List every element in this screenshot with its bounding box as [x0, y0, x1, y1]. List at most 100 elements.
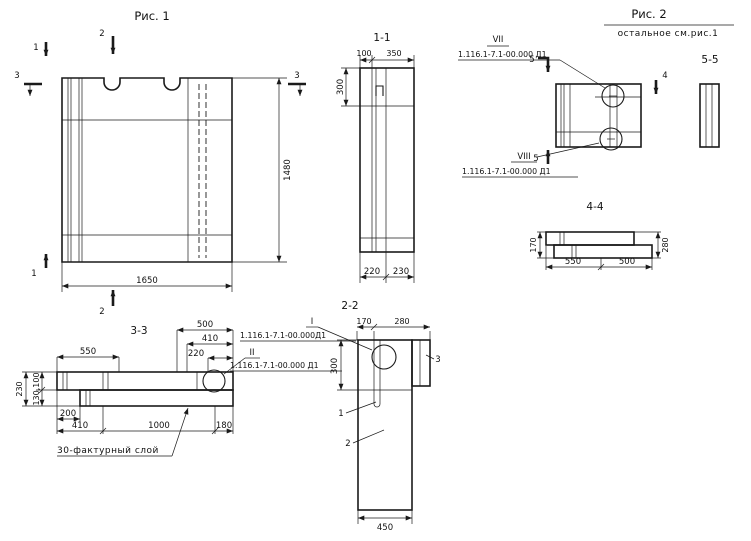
section-3-3-dims-left: 130,100 230: [15, 371, 80, 407]
section-1-1-interior: [360, 68, 414, 252]
section-4-4-view: 4-4 170 280 550 500: [529, 201, 670, 271]
svg-text:2: 2: [99, 307, 104, 317]
fig1-panel-outline: [61, 77, 233, 263]
svg-text:VIII: VIII: [517, 152, 530, 162]
svg-text:130,100: 130,100: [32, 372, 41, 405]
section-5-5-interior: [705, 84, 713, 147]
svg-text:230: 230: [393, 267, 409, 277]
section-2-2-dim-300: 300: [330, 339, 358, 391]
fig2-cut-4: 4: [653, 71, 668, 94]
section-2-2-detail-i-callout: I 1.116.1-7.1-00.000Д1: [240, 317, 373, 351]
section-3-3-view: 3-3 500 410 220 550 II: [15, 320, 342, 457]
textured-layer-note: 30-фактурный слой: [57, 446, 159, 456]
svg-text:350: 350: [386, 49, 401, 58]
svg-text:280: 280: [394, 317, 409, 326]
section-2-2-dim-450: 450: [357, 510, 413, 533]
section-1-1-title: 1-1: [373, 32, 390, 44]
svg-text:410: 410: [72, 421, 88, 431]
svg-text:1650: 1650: [136, 276, 158, 286]
section-2-2-title: 2-2: [341, 300, 358, 312]
svg-text:2: 2: [345, 439, 350, 449]
svg-text:300: 300: [336, 79, 346, 95]
svg-text:4: 4: [662, 71, 667, 81]
svg-text:550: 550: [565, 257, 581, 267]
fig2-detail-viii-callout: VIII 1.116.1-7.1-00.000 Д1: [462, 142, 600, 178]
svg-text:1000: 1000: [148, 421, 170, 431]
svg-text:200: 200: [60, 409, 76, 419]
svg-text:1: 1: [31, 269, 36, 279]
fig2-title: Рис. 2: [631, 7, 666, 21]
section-1-1-dim-300: 300: [336, 67, 360, 107]
svg-text:5: 5: [533, 154, 538, 164]
section-4-4-dim-280: 280: [634, 231, 670, 259]
svg-text:410: 410: [202, 334, 218, 344]
svg-text:170: 170: [356, 317, 371, 326]
svg-text:VII: VII: [493, 35, 504, 45]
section-1-1-dims-top: 100 350: [356, 49, 415, 68]
svg-text:550: 550: [80, 347, 96, 357]
svg-text:280: 280: [661, 237, 670, 252]
section-1-1-dims-bottom: 220 230: [359, 252, 415, 283]
svg-text:1: 1: [338, 409, 343, 419]
section-4-4-lower-bar: [553, 244, 653, 259]
section-3-3-interior: [62, 372, 198, 406]
section-4-4-interior: [559, 232, 577, 258]
section-2-2-main-bar: [357, 339, 413, 511]
section-3-3-dims-bottom: 200 410 1000 180: [56, 390, 234, 435]
fig2-cut-5: 5 5: [529, 55, 551, 164]
svg-text:450: 450: [377, 523, 393, 533]
svg-text:300: 300: [330, 358, 340, 374]
svg-text:2: 2: [99, 29, 104, 39]
svg-text:500: 500: [197, 320, 213, 330]
svg-text:II: II: [249, 348, 254, 358]
svg-text:220: 220: [364, 267, 380, 277]
section-4-4-upper-bar: [545, 231, 635, 246]
fig2-detail-viii-circle: [599, 127, 623, 151]
svg-text:1: 1: [33, 43, 38, 53]
fig1-dim-height: 1480: [232, 77, 293, 263]
section-2-2-adjacent-part: [411, 339, 431, 387]
svg-text:100: 100: [356, 49, 371, 58]
section-3-3-lower-bar: [79, 389, 234, 407]
fig2-subtitle: остальное см.рис.1: [618, 29, 719, 39]
svg-text:3: 3: [294, 71, 299, 81]
section-3-3-detail-ii-callout: II 1.116.1-7.1-00.000 Д1: [223, 348, 342, 375]
fig2-detail-vii-circle: [601, 84, 625, 108]
fig2-panel-interior: [556, 84, 641, 147]
fig1-dim-width: 1650: [61, 262, 233, 292]
section-2-2-interior: [358, 340, 421, 408]
section-3-3-note: 30-фактурный слой: [57, 407, 189, 457]
svg-text:230: 230: [15, 381, 24, 396]
section-5-5-outline: [699, 83, 720, 148]
fig1-cut-1: 1 1: [31, 42, 49, 279]
section-4-4-dims-bottom: 550 500: [545, 246, 653, 271]
section-1-1-outline: [359, 67, 415, 253]
section-2-2-positions: 3 1 2: [338, 354, 441, 449]
svg-text:1.116.1-7.1-00.000 Д1: 1.116.1-7.1-00.000 Д1: [230, 361, 319, 370]
svg-text:1480: 1480: [283, 159, 293, 181]
svg-text:1.116.1-7.1-00.000Д1: 1.116.1-7.1-00.000Д1: [240, 331, 326, 340]
svg-text:170: 170: [529, 237, 538, 252]
section-5-5-title: 5-5: [701, 54, 718, 66]
section-2-2-view: 2-2 I 1.116.1-7.1-00.000Д1 170 280: [240, 300, 441, 533]
section-4-4-title: 4-4: [586, 201, 603, 213]
section-2-2-dims-top: 170 280: [356, 317, 431, 340]
fig1-cut-2: 2 2: [99, 29, 116, 317]
svg-text:I: I: [311, 317, 314, 327]
section-2-2-detail-i-circle: [371, 344, 397, 370]
svg-text:1.116.1-7.1-00.000 Д1: 1.116.1-7.1-00.000 Д1: [462, 167, 551, 176]
fig1-panel-interior: [62, 78, 232, 262]
section-3-3-dims-top: 500 410 220 550: [56, 320, 234, 372]
section-3-3-detail-ii-circle: [202, 369, 226, 393]
svg-text:5: 5: [529, 55, 534, 65]
svg-text:180: 180: [216, 421, 232, 431]
section-5-5-view: 5-5: [699, 54, 720, 148]
svg-text:3: 3: [14, 71, 19, 81]
svg-text:1.116.1-7.1-00.000 Д1: 1.116.1-7.1-00.000 Д1: [458, 50, 547, 59]
fig1-view: Рис. 1 1480 1650 1 1: [14, 9, 306, 317]
section-1-1-view: 1-1 100 350 300 220 230: [336, 32, 415, 283]
fig1-cut-3: 3 3: [14, 71, 306, 96]
section-3-3-title: 3-3: [130, 325, 147, 337]
